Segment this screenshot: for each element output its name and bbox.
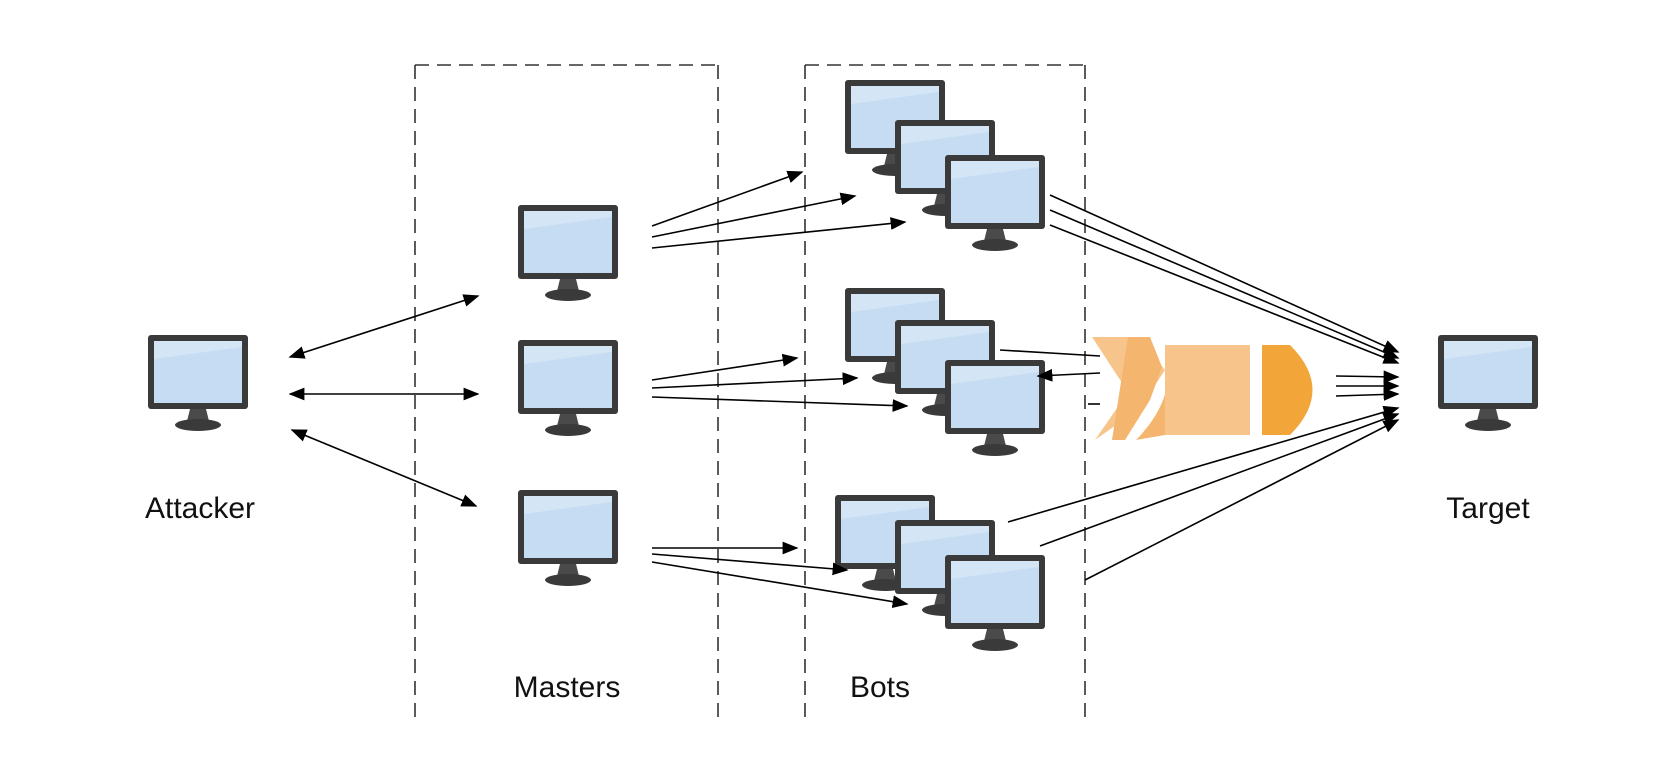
master-2-computer-icon <box>518 340 618 436</box>
bot-3c-computer-icon <box>945 555 1045 651</box>
master-3-computer-icon <box>518 490 618 586</box>
bot-target-arrows <box>999 194 1400 581</box>
target-label: Target <box>1446 492 1530 525</box>
master-1-computer-icon <box>518 205 618 301</box>
target-computer-icon <box>1438 335 1538 431</box>
attacker-master-arrows <box>288 294 480 507</box>
masters-label: Masters <box>514 671 621 704</box>
master-bot-arrows <box>651 170 909 608</box>
bomb-icon <box>1092 337 1313 440</box>
attacker-label: Attacker <box>145 492 255 525</box>
bots-label: Bots <box>850 671 910 704</box>
bots-group-box <box>804 64 1086 718</box>
bot-1c-computer-icon <box>945 155 1045 251</box>
bot-2c-computer-icon <box>945 360 1045 456</box>
attacker-computer-icon <box>148 335 248 431</box>
masters-group-box <box>414 64 719 718</box>
